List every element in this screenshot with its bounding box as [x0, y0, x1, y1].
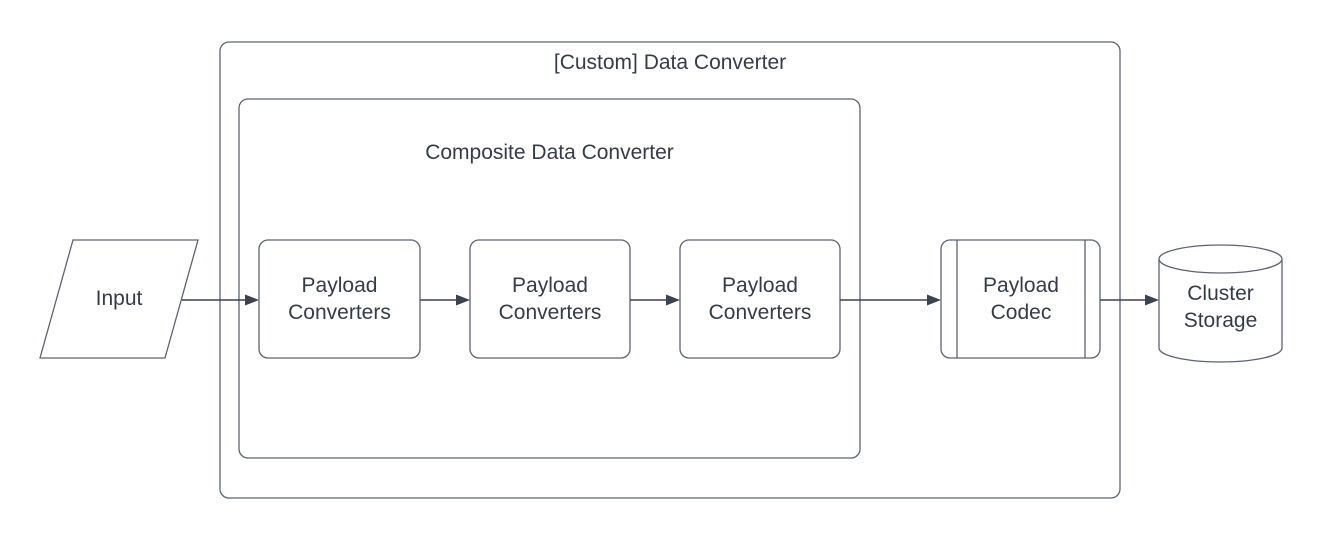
payload-converters-1-shape [258, 239, 421, 359]
payload-converters-3-label: Payload Converters [708, 273, 812, 324]
cluster-storage-label: Cluster Storage [1183, 281, 1258, 332]
edge-codec-to-storage [1100, 294, 1159, 306]
payload-converters-3-shape [679, 239, 841, 359]
composite-data-converter-container [238, 98, 861, 459]
custom-data-converter-title: [Custom] Data Converter [553, 51, 787, 74]
payload-codec-shape [940, 239, 1101, 359]
payload-converters-1-label: Payload Converters [288, 273, 391, 324]
payload-codec-outline [940, 239, 1101, 359]
edge-converters3-to-codec [840, 294, 941, 306]
edge-converters2-to-converters3 [630, 294, 680, 306]
edge-input-to-converters1 [182, 294, 259, 306]
composite-data-converter-title: Composite Data Converter [425, 141, 674, 164]
edge-converters1-to-converters2 [420, 294, 470, 306]
custom-data-converter-container [219, 41, 1121, 499]
cluster-storage-top-rim [1158, 258, 1283, 274]
input-node-label: Input [95, 287, 143, 311]
cluster-storage-body [1158, 244, 1283, 363]
payload-converters-2-shape [469, 239, 631, 359]
cluster-storage-shape [1158, 244, 1283, 363]
input-node-shape [39, 239, 199, 359]
payload-converters-2-label: Payload Converters [498, 273, 602, 324]
payload-codec-label: Payload Codec [983, 273, 1059, 324]
